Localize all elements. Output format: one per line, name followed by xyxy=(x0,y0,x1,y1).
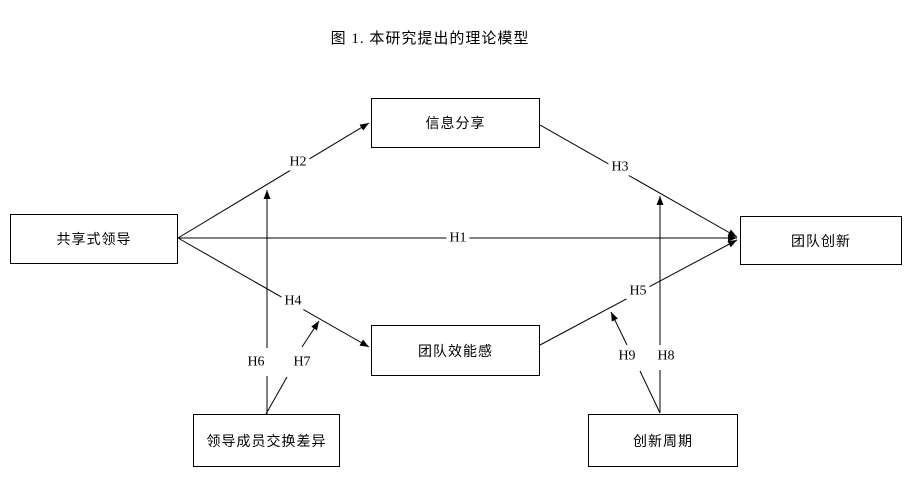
h4-arrow xyxy=(177,237,370,348)
node-team-efficacy: 团队效能感 xyxy=(371,325,540,376)
node-lmx-differentiation: 领导成员交换差异 xyxy=(193,414,340,467)
node-team-innovation: 团队创新 xyxy=(740,216,902,265)
label-h1: H1 xyxy=(446,229,470,247)
label-h5: H5 xyxy=(626,282,650,300)
node-team-innovation-label: 团队创新 xyxy=(791,234,851,250)
node-shared-leadership: 共享式领导 xyxy=(10,214,178,264)
label-h4: H4 xyxy=(281,292,305,310)
h7-arrow-upper xyxy=(301,320,320,348)
node-innovation-cycle: 创新周期 xyxy=(588,414,738,467)
node-team-efficacy-label: 团队效能感 xyxy=(418,344,493,360)
node-innovation-cycle-label: 创新周期 xyxy=(633,434,693,450)
node-shared-leadership-label: 共享式领导 xyxy=(56,233,132,248)
h7-arrow-lower xyxy=(265,376,288,415)
label-h3: H3 xyxy=(608,158,632,176)
node-information-sharing: 信息分享 xyxy=(371,98,540,148)
label-h7: H7 xyxy=(290,353,314,371)
h3-arrow xyxy=(539,124,738,238)
label-h9: H9 xyxy=(615,347,639,365)
label-h6: H6 xyxy=(244,353,268,371)
h9-arrow-upper xyxy=(610,311,628,346)
node-information-sharing-label: 信息分享 xyxy=(425,117,486,132)
label-h2: H2 xyxy=(286,153,310,171)
node-lmx-differentiation-label: 领导成员交换差异 xyxy=(206,434,327,450)
figure-title: 图 1. 本研究提出的理论模型 xyxy=(330,31,530,47)
h9-arrow-lower xyxy=(639,370,661,414)
label-h8: H8 xyxy=(654,347,678,365)
h2-arrow xyxy=(177,122,370,239)
